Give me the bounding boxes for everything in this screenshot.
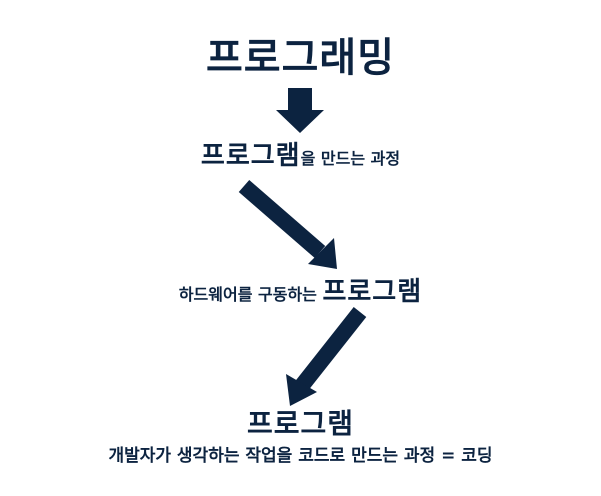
down-arrow-icon xyxy=(276,88,324,133)
diagonal-left-arrow-icon xyxy=(286,307,367,406)
step3-definition: 개발자가 생각하는 작업을 코드로 만드는 과정 = 코딩 xyxy=(108,446,493,466)
step-programming-process: 프로그램을 만드는 과정 xyxy=(0,143,601,169)
step2-lead: 하드웨어를 구동하는 xyxy=(178,285,317,304)
step3-term: 프로그램 xyxy=(246,407,355,440)
step1-term: 프로그램 xyxy=(200,141,301,171)
step1-rest: 을 만드는 과정 xyxy=(300,149,401,168)
step-hardware-program: 하드웨어를 구동하는 프로그램 xyxy=(0,279,601,305)
page-title: 프로그래밍 xyxy=(206,35,395,81)
step2-term: 프로그램 xyxy=(322,277,423,307)
diagonal-right-arrow-icon xyxy=(238,179,337,269)
